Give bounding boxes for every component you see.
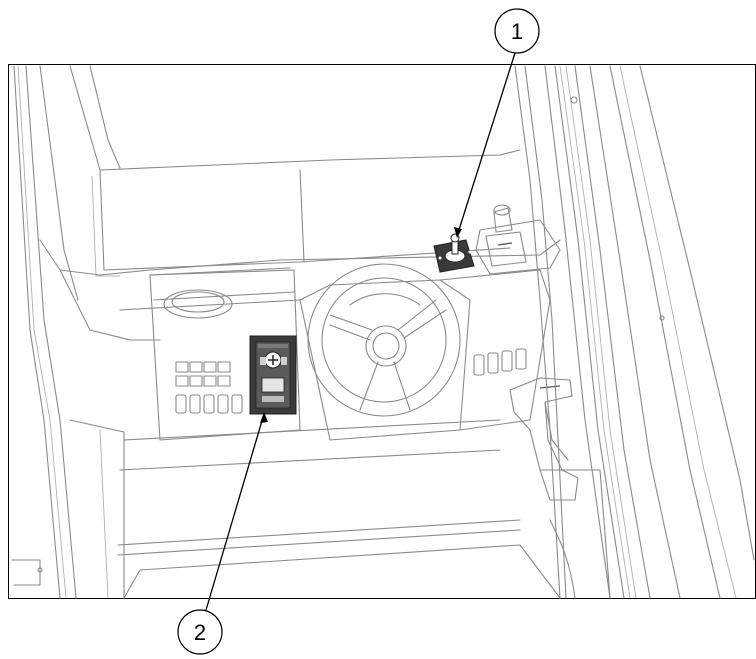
leader-line-2 bbox=[205, 413, 265, 611]
callout-2-label: 2 bbox=[194, 620, 206, 645]
callout-1: 1 bbox=[494, 8, 540, 54]
steering-wheel bbox=[307, 263, 461, 417]
joystick-item-1 bbox=[433, 233, 475, 273]
callout-1-label: 1 bbox=[511, 19, 523, 44]
callout-2: 2 bbox=[177, 609, 223, 655]
leader-arrow-2 bbox=[260, 412, 268, 423]
switch-bank-left bbox=[175, 361, 243, 414]
leader-arrow-1 bbox=[454, 227, 462, 238]
leader-line-1 bbox=[456, 52, 516, 237]
diagram-frame bbox=[8, 64, 756, 599]
control-panel-item-2 bbox=[249, 335, 297, 415]
switch-bank-right bbox=[473, 348, 527, 376]
cab-drawing bbox=[11, 65, 755, 599]
